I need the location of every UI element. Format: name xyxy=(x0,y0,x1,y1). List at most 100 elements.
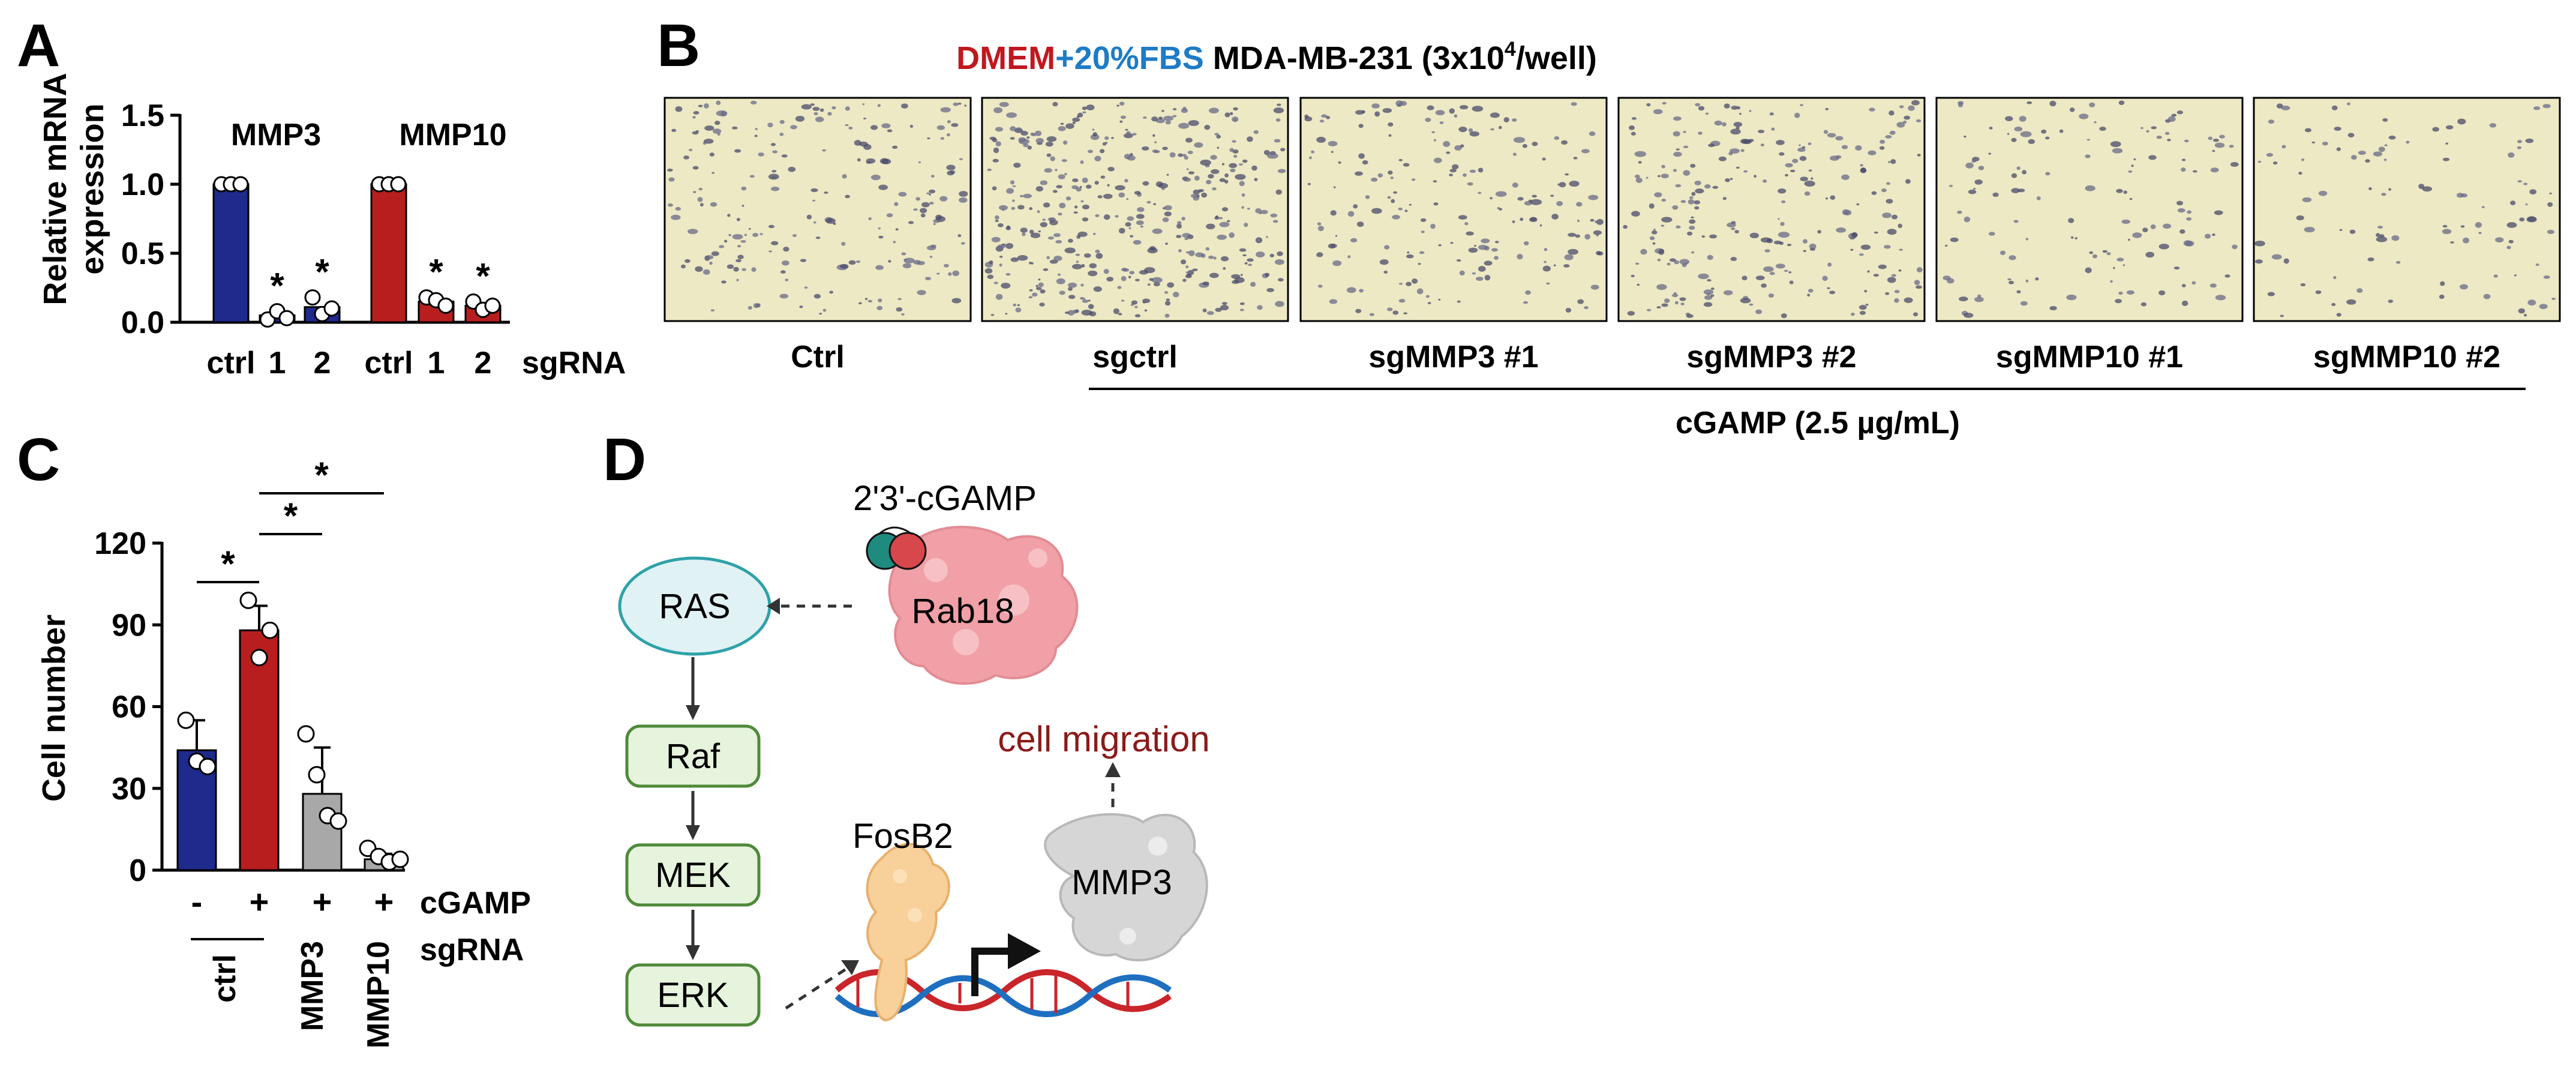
panel-c-bar xyxy=(239,629,280,871)
panel-c-cgamp-label: cGAMP xyxy=(420,886,531,921)
micrograph-1 xyxy=(663,97,972,322)
panel-c-y-tick-label: 60 xyxy=(112,690,146,725)
panel-c-data-point xyxy=(297,725,315,743)
panel-a-x-label: ctrl xyxy=(207,346,256,380)
panel-a-data-point xyxy=(437,297,454,314)
cgamp-molecule-icon-2 xyxy=(888,532,927,570)
micrograph-label: sgctrl xyxy=(1092,340,1178,374)
panel-a-star: * xyxy=(315,252,329,292)
micrograph-6 xyxy=(2253,97,2561,322)
erk-node xyxy=(625,963,761,1027)
panel-c-star: * xyxy=(221,544,235,584)
mmp3-to-migration-arrowhead xyxy=(1105,762,1121,777)
panel-a-x-label: 2 xyxy=(475,346,492,380)
panel-a-ylabel-line2: expression xyxy=(74,103,110,274)
panel-letter-c: C xyxy=(17,426,60,493)
cgamp-label: 2'3'-cGAMP xyxy=(853,479,1037,518)
panel-c-points xyxy=(177,591,409,871)
panel-c-sgrna-label: sgRNA xyxy=(420,933,524,967)
micrograph-label: sgMMP3 #2 xyxy=(1686,340,1856,374)
header-well: /well) xyxy=(1516,40,1597,76)
panel-a-x-label: 2 xyxy=(314,346,331,380)
panel-c-bar xyxy=(302,793,343,871)
panel-c-cgamp-sign: - xyxy=(191,883,203,921)
pathway-arrows xyxy=(686,657,700,960)
panel-a-y-tick-label: 0.0 xyxy=(121,305,164,340)
ras-label: RAS xyxy=(659,587,730,626)
panel-a-data-point xyxy=(278,310,295,326)
micrograph-4 xyxy=(1617,97,1926,322)
panel-c-cgamp-signs: -+++ xyxy=(191,883,394,921)
panel-c-error-bars xyxy=(188,604,392,859)
panel-a-points xyxy=(213,176,501,328)
panel-c-y-tick-label: 120 xyxy=(94,526,146,561)
panel-c-cgamp-sign: + xyxy=(250,883,269,921)
micrograph-5 xyxy=(1935,97,2244,322)
panel-a-group-label-mmp10: MMP10 xyxy=(399,118,506,152)
panel-c-cgamp-sign: + xyxy=(374,883,394,921)
panel-b-header: DMEM+20%FBS MDA-MB-231 (3x104/well) xyxy=(956,38,1597,76)
erk-label: ERK xyxy=(657,976,729,1015)
panel-a-y-tick-label: 1.0 xyxy=(121,167,164,202)
panel-c-y-tick-label: 30 xyxy=(112,772,146,807)
panel-c-data-point xyxy=(250,649,268,667)
panel-c-ylabel: Cell number xyxy=(36,615,72,802)
micrograph-label: sgMMP10 #2 xyxy=(2313,340,2500,374)
panel-a-bar xyxy=(370,183,407,323)
panel-c-axes: 120 90 60 30 0 xyxy=(94,526,405,888)
rab18-to-ras-arrowhead xyxy=(767,598,780,615)
panel-letter-d: D xyxy=(603,426,646,493)
panel-a-star: * xyxy=(476,256,490,296)
panel-letter-a: A xyxy=(17,12,60,79)
header-plus: + xyxy=(1055,40,1074,76)
cgamp-link xyxy=(878,526,912,535)
panel-a-data-point xyxy=(484,297,501,314)
panel-a-data-point xyxy=(232,176,249,193)
panel-c-data-point xyxy=(308,766,326,784)
panel-a-data-point xyxy=(390,176,407,193)
header-sup: 4 xyxy=(1505,38,1516,61)
panel-c-significance: *** xyxy=(197,455,384,584)
panel-c-data-point xyxy=(261,621,279,639)
transcription-start-arrowhead xyxy=(1008,933,1041,969)
panel-a-star: * xyxy=(429,252,443,292)
raf-to-mek-arrowhead xyxy=(686,825,700,840)
panel-a-bars xyxy=(212,183,502,323)
panel-b-treatment-label: cGAMP (2.5 µg/mL) xyxy=(1676,406,1960,440)
mek-node xyxy=(625,843,761,907)
raf-label: Raf xyxy=(666,737,720,776)
panel-c-sgrna-ctrl: ctrl xyxy=(208,954,242,1003)
ras-to-raf-arrowhead xyxy=(686,705,700,720)
panel-a-x-label: ctrl xyxy=(365,346,413,380)
panel-a-data-point xyxy=(323,300,340,317)
panel-c-data-point xyxy=(199,757,217,775)
panel-c-y-tick-label: 90 xyxy=(112,608,146,643)
panel-a: A Relative mRNA expression 1.51.00.50.0 … xyxy=(17,12,626,380)
panel-a-ylabel-line1: Relative mRNA xyxy=(37,73,73,305)
mmp3-label: MMP3 xyxy=(1071,863,1172,902)
panel-c-data-point xyxy=(239,591,257,609)
header-dmem: DMEM xyxy=(956,40,1055,76)
panel-c-data-point xyxy=(329,812,347,830)
rab18-protein-icon xyxy=(888,526,1079,685)
micrograph-label: Ctrl xyxy=(791,340,845,374)
mek-to-erk-arrowhead xyxy=(686,945,700,960)
panel-a-data-point xyxy=(304,289,321,306)
panel-c-y-tick-label: 0 xyxy=(129,853,146,888)
panel-a-xlabel-sgrna: sgRNA xyxy=(522,346,626,380)
panel-d: D 2'3'-cGAMP Rab18 RAS Raf MEK ERK xyxy=(603,426,1210,1027)
fosb2-protein-icon xyxy=(866,843,950,1022)
panel-a-star: * xyxy=(270,266,284,306)
panel-a-group-label-mmp3: MMP3 xyxy=(231,118,321,152)
panel-a-bar xyxy=(212,183,250,323)
erk-to-fosb2-arrowhead xyxy=(841,960,859,975)
mek-label: MEK xyxy=(655,856,731,895)
panel-a-significance: * * * * xyxy=(270,252,490,306)
panel-c-star: * xyxy=(314,455,329,495)
panel-b-micrographs xyxy=(663,97,2561,322)
header-cells: MDA-MB-231 (3x10 xyxy=(1213,40,1505,76)
